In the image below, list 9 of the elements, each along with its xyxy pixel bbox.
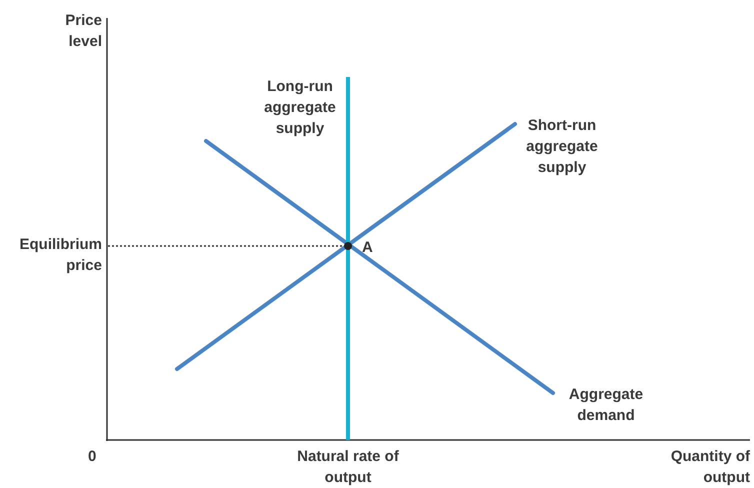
axis-label: Equilibrium price: [18, 235, 102, 276]
axis-label: Quantity of output: [670, 447, 750, 488]
curve-label: Aggregate demand: [568, 385, 644, 426]
point-label: A: [362, 238, 374, 258]
origin-label: 0: [88, 447, 98, 467]
axis-label: Natural rate of output: [296, 447, 400, 488]
curve-label: Short-run aggregate supply: [525, 116, 599, 178]
axis-label: Price level: [64, 11, 102, 52]
curve-label: Long-run aggregate supply: [263, 77, 337, 139]
